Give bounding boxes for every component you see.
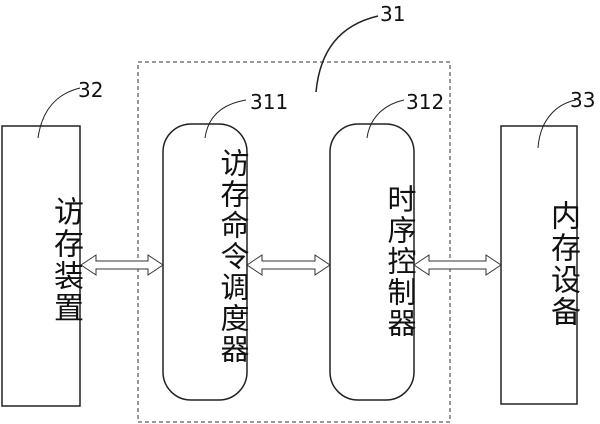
memory-device-label-wrap: 内存设备: [501, 126, 580, 404]
ref-32: 32: [78, 78, 104, 102]
memory-device-box: [500, 125, 578, 405]
ref-311: 311: [250, 90, 289, 114]
leader-line-33: [537, 99, 577, 149]
timing-controller-label: 时序控制器: [383, 184, 417, 339]
scheduler-label: 访存命令调度器: [216, 148, 250, 365]
leader-line-32: [37, 87, 81, 139]
outer-dashed-frame: [137, 61, 451, 423]
timing-controller-label-wrap: 时序控制器: [330, 124, 417, 400]
leader-line-312: [366, 99, 405, 139]
arrow-timing-memory: [413, 254, 502, 276]
memory-device-label: 内存设备: [545, 200, 580, 328]
ref-312: 312: [406, 90, 445, 114]
arrow-device-scheduler: [80, 254, 164, 276]
leader-line-311: [204, 99, 247, 139]
timing-controller-box: [329, 123, 415, 401]
access-device-label-wrap: 访存装置: [2, 126, 83, 406]
arrow-scheduler-timing: [246, 254, 331, 276]
scheduler-label-wrap: 访存命令调度器: [163, 124, 250, 400]
ref-33: 33: [570, 88, 596, 112]
leader-line-31: [315, 15, 379, 93]
access-device-label: 访存装置: [48, 196, 83, 324]
scheduler-box: [162, 123, 248, 401]
ref-31: 31: [380, 2, 406, 26]
